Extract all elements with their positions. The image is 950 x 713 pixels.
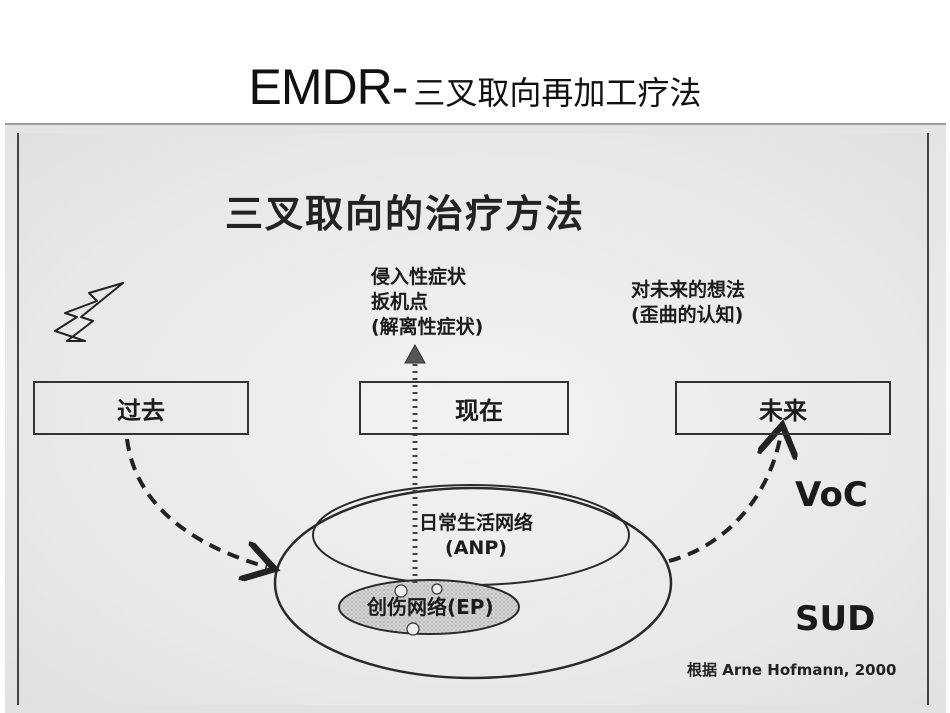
present-note-line: 扳机点 [371, 291, 429, 313]
box-future-label: 未来 [759, 396, 807, 425]
dashed-arrow-icon [668, 433, 781, 563]
slide-title-en: EMDR- [248, 59, 409, 115]
ep-label: 创伤网络(EP) [367, 595, 494, 619]
future-note-line: 对未来的想法 [631, 279, 746, 301]
future-note: 对未来的想法 (歪曲的认知) [631, 278, 745, 328]
lightning-icon [54, 282, 124, 342]
box-past: 过去 [33, 381, 249, 435]
ep-bubble [406, 622, 420, 636]
photo-of-page: 三叉取向的治疗方法 侵入性症状 扳机点 (解离性症状) 对未来的想法 (歪曲的认… [5, 123, 946, 713]
present-note: 侵入性症状 扳机点 (解离性症状) [371, 265, 483, 340]
ep-bubble [394, 584, 408, 598]
voc-label: VoC [795, 475, 868, 515]
sud-label: SUD [795, 599, 876, 639]
present-note-line: 侵入性症状 [371, 266, 467, 288]
anp-label-line: (ANP) [445, 537, 507, 559]
box-future: 未来 [675, 381, 891, 435]
box-past-label: 过去 [117, 396, 165, 425]
ep-ellipse [338, 579, 520, 635]
slide-title: EMDR-三叉取向再加工疗法 [0, 58, 950, 116]
box-present: 现在 [359, 381, 569, 435]
dotted-arrowhead [404, 343, 426, 364]
future-note-line: (歪曲的认知) [631, 304, 744, 326]
present-note-line: (解离性症状) [371, 316, 484, 338]
box-present-label: 现在 [455, 396, 503, 425]
diagram-page: 三叉取向的治疗方法 侵入性症状 扳机点 (解离性症状) 对未来的想法 (歪曲的认… [17, 133, 929, 705]
slide-title-zh: 三叉取向再加工疗法 [413, 74, 702, 112]
anp-label-line: 日常生活网络 [418, 512, 533, 534]
outer-ellipse [273, 486, 673, 680]
anp-label: 日常生活网络 (ANP) [401, 511, 551, 561]
diagram-graphics [54, 282, 927, 680]
dashed-arrow-icon [125, 438, 267, 567]
diagram-heading: 三叉取向的治疗方法 [225, 192, 586, 236]
ep-bubble [431, 583, 443, 595]
credit-note: 根据 Arne Hofmann, 2000 [687, 661, 897, 679]
